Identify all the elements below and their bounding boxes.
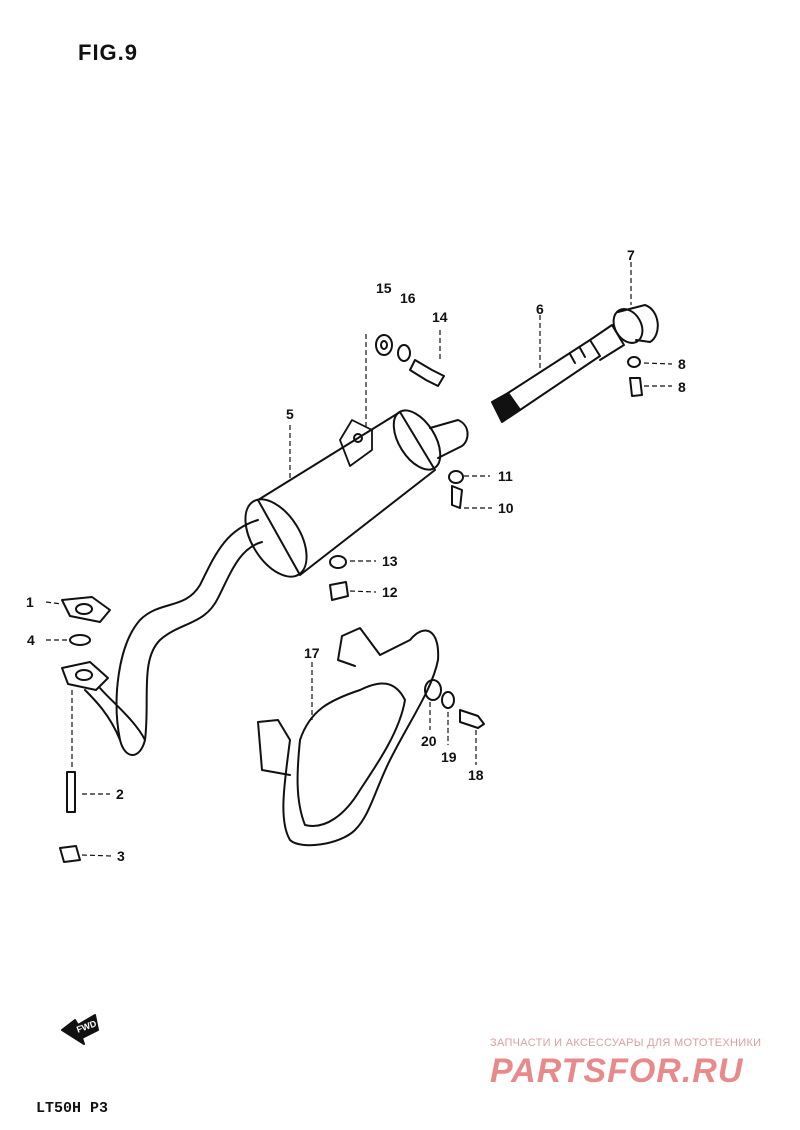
- callout-8a: 8: [678, 356, 686, 372]
- callout-6: 6: [536, 301, 544, 317]
- muffler: [244, 409, 469, 578]
- heat-shield: [257, 627, 440, 847]
- callout-12: 12: [382, 584, 398, 600]
- watermark-brand: PARTSFOR.RU: [490, 1052, 744, 1090]
- callout-5: 5: [286, 406, 294, 422]
- callout-16: 16: [400, 290, 416, 306]
- exhaust-pipe: [84, 519, 263, 756]
- callout-7: 7: [627, 247, 635, 263]
- callout-20: 20: [421, 733, 437, 749]
- callout-18: 18: [468, 767, 484, 783]
- end-cap: [612, 304, 659, 344]
- callout-3: 3: [117, 848, 125, 864]
- callout-2: 2: [116, 786, 124, 802]
- callout-14: 14: [432, 309, 448, 325]
- callout-17: 17: [304, 645, 320, 661]
- fasteners: [59, 334, 643, 863]
- watermark-subtitle: ЗАПЧАСТИ И АКСЕССУАРЫ ДЛЯ МОТОТЕХНИКИ: [490, 1037, 762, 1049]
- callout-10: 10: [498, 500, 514, 516]
- model-code: LT50H P3: [36, 1100, 109, 1117]
- callout-19: 19: [441, 749, 457, 765]
- callout-8b: 8: [678, 379, 686, 395]
- callout-labels: 1 2 3 4 5 6 7 8 8 10 11 12 13 14 15 16 1…: [26, 247, 686, 1035]
- callout-4: 4: [27, 632, 35, 648]
- callout-1: 1: [26, 594, 34, 610]
- leader-lines: [45, 262, 673, 857]
- figure-title: FIG.9: [78, 40, 139, 65]
- callout-15: 15: [376, 280, 392, 296]
- forward-arrow-icon: [61, 1014, 99, 1045]
- callout-13: 13: [382, 553, 398, 569]
- tail-pipe: [491, 324, 625, 423]
- callout-11: 11: [498, 468, 513, 484]
